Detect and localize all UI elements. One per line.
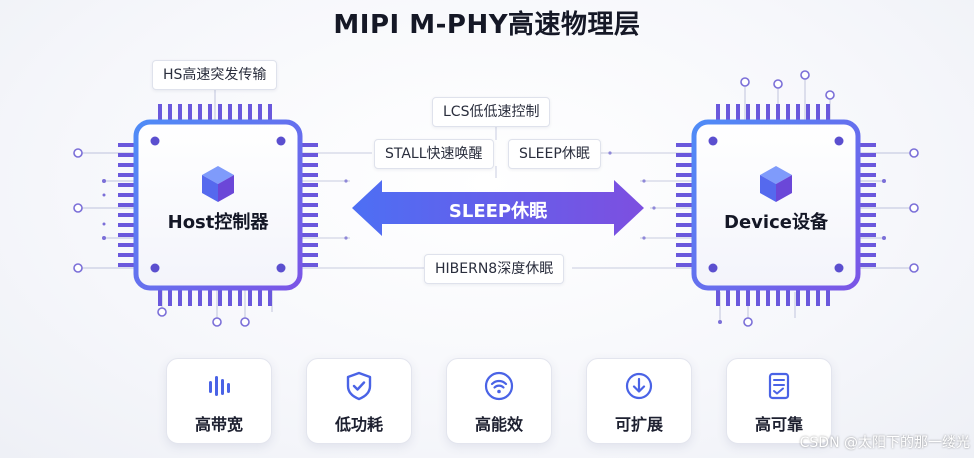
device-cube-icon <box>760 166 792 202</box>
feature-label: 可扩展 <box>614 415 663 434</box>
feature-card-reliable: 高可靠 <box>726 358 832 444</box>
feature-card-low-power: 低功耗 <box>306 358 412 444</box>
tag-hs-burst: HS高速突发传输 <box>152 60 278 90</box>
tag-lcs-control: LCS低低速控制 <box>432 97 551 127</box>
feature-card-scalable: 可扩展 <box>586 358 692 444</box>
device-chip-corner-dots <box>708 136 844 273</box>
host-chip-corner-dots <box>150 136 286 273</box>
signal-lines <box>300 126 692 269</box>
host-chip <box>133 119 303 291</box>
feature-card-efficiency: 高能效 <box>446 358 552 444</box>
sleep-double-arrow <box>352 180 644 236</box>
download-circle-icon <box>625 372 653 400</box>
csdn-watermark: CSDN @太阳下的那一缕光 <box>799 435 970 451</box>
bar-chart-icon <box>209 376 230 396</box>
host-chip-pins <box>118 104 318 306</box>
tag-stall-wake: STALL快速唤醒 <box>374 139 494 169</box>
host-controller-label: Host控制器 <box>167 212 269 233</box>
device-label: Device设备 <box>724 212 828 233</box>
left-connector-ends <box>73 148 250 327</box>
feature-label: 高带宽 <box>194 415 243 434</box>
wifi-icon <box>484 371 514 401</box>
right-connector-ends <box>740 70 919 327</box>
tag-sleep: SLEEP休眠 <box>508 139 601 169</box>
feature-card-bandwidth: 高带宽 <box>166 358 272 444</box>
device-chip <box>691 119 861 291</box>
left-connector-dots <box>102 179 106 240</box>
feature-label: 低功耗 <box>334 415 383 434</box>
right-connector-dots <box>718 179 886 324</box>
feature-label: 高可靠 <box>754 415 803 434</box>
host-cube-icon <box>202 166 234 202</box>
document-check-icon <box>768 372 790 400</box>
signal-line-dots <box>344 151 656 240</box>
feature-label: 高能效 <box>474 415 523 434</box>
sleep-arrow-label: SLEEP休眠 <box>448 201 548 222</box>
device-chip-pins <box>676 104 876 306</box>
shield-check-icon <box>346 371 372 401</box>
tag-hibern8: HIBERN8深度休眠 <box>424 254 565 284</box>
diagram-title: MIPI M-PHY高速物理层 <box>333 10 641 40</box>
